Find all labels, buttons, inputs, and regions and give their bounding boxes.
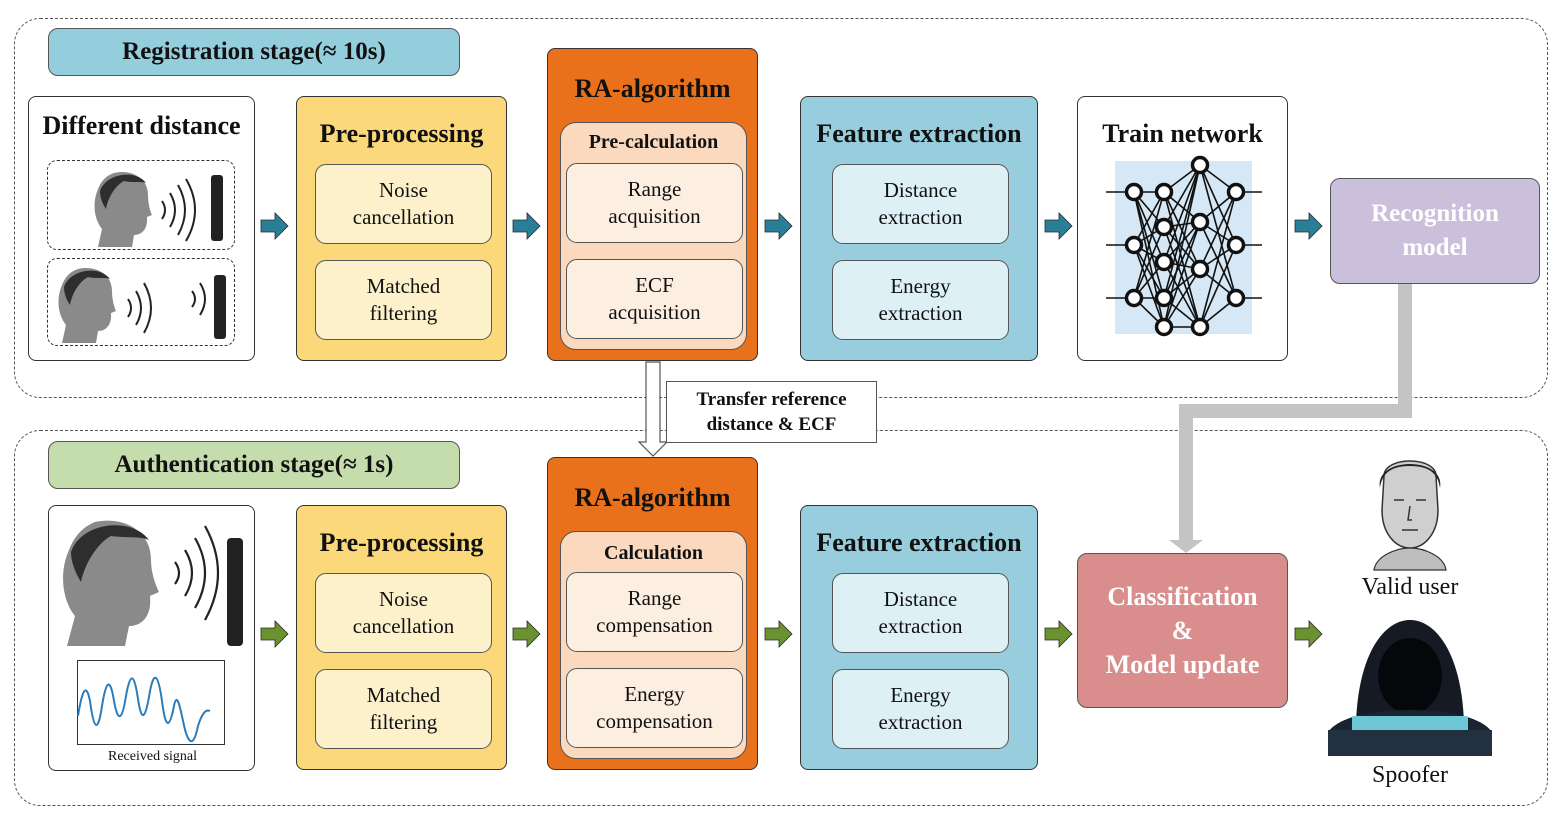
calculation-box: Calculation Range compensation Energy co… (560, 531, 747, 759)
flow-arrow (764, 212, 793, 240)
ra-algorithm-title: RA-algorithm (574, 483, 731, 512)
classification-label: Classification & Model update (1105, 581, 1260, 679)
sound-wave-icon (161, 178, 196, 242)
network-edge (1133, 244, 1165, 299)
noise-cancellation-box: Noise cancellation (315, 573, 492, 653)
network-edge (1199, 191, 1237, 270)
preprocessing-panel-authentication: Pre-processing Noise cancellation Matche… (296, 505, 507, 770)
ra-algorithm-panel-authentication: RA-algorithm Calculation Range compensat… (547, 457, 758, 770)
flow-arrow (260, 620, 289, 648)
feature-extraction-panel-authentication: Feature extraction Distance extraction E… (800, 505, 1038, 770)
flow-arrow (1044, 212, 1073, 240)
flow-arrow (1294, 620, 1323, 648)
matched-filtering-box: Matched filtering (315, 260, 492, 340)
distance-extraction-box: Distance extraction (832, 164, 1009, 244)
calculation-title: Calculation (604, 542, 703, 564)
user-face-icon (94, 171, 152, 247)
network-edge (1133, 244, 1165, 328)
flow-arrow (1044, 620, 1073, 648)
network-node (1190, 212, 1210, 232)
network-node (1124, 182, 1144, 202)
transfer-note-text: Transfer reference distance & ECF (696, 389, 847, 435)
ecf-acquisition-box: ECF acquisition (566, 259, 743, 339)
network-node (1226, 235, 1246, 255)
user-face-icon (58, 267, 116, 343)
flow-arrow (512, 212, 541, 240)
noise-cancellation-box: Noise cancellation (315, 164, 492, 244)
network-node (1154, 217, 1174, 237)
energy-compensation-box: Energy compensation (566, 668, 743, 748)
flow-arrow (764, 620, 793, 648)
ra-algorithm-panel-registration: RA-algorithm Pre-calculation Range acqui… (547, 48, 758, 361)
valid-user-label: Valid user (1361, 574, 1459, 600)
preprocessing-title: Pre-processing (319, 528, 484, 557)
flow-arrow (1294, 212, 1323, 240)
recognition-model-label: Recognition model (1371, 200, 1499, 261)
preprocessing-panel-registration: Pre-processing Noise cancellation Matche… (296, 96, 507, 361)
network-edge (1133, 226, 1165, 299)
spoofer-label: Spoofer (1372, 762, 1448, 788)
transfer-note-box: Transfer reference distance & ECF (666, 381, 877, 443)
feature-extraction-panel-registration: Feature extraction Distance extraction E… (800, 96, 1038, 361)
received-signal-waveform (77, 676, 211, 743)
spoofer-hacker-icon (1328, 620, 1492, 756)
flow-arrow (260, 212, 289, 240)
user-face-icon (63, 520, 159, 646)
matched-filtering-box: Matched filtering (315, 669, 492, 749)
far-distance-box (47, 258, 235, 346)
sound-wave-icon (191, 282, 206, 316)
energy-extraction-box: Energy extraction (832, 260, 1009, 340)
different-distance-title: Different distance (42, 111, 241, 140)
received-signal-panel: Received signal (48, 505, 255, 771)
feature-extraction-title: Feature extraction (816, 528, 1022, 557)
near-distance-box (47, 160, 235, 250)
different-distance-panel: Different distance (28, 96, 255, 361)
flow-arrow (512, 620, 541, 648)
network-node (1124, 235, 1144, 255)
phone-icon (211, 175, 223, 241)
network-node (1124, 288, 1144, 308)
pre-calculation-box: Pre-calculation Range acquisition ECF ac… (560, 122, 747, 350)
sound-wave-icon (127, 282, 152, 334)
phone-icon (214, 275, 226, 339)
network-node (1190, 259, 1210, 279)
network-node (1154, 252, 1174, 272)
network-edge (1163, 164, 1201, 228)
registration-stage-label: Registration stage(≈ 10s) (48, 28, 460, 76)
network-edge (1163, 164, 1201, 263)
signal-plot-frame (77, 660, 225, 745)
range-acquisition-box: Range acquisition (566, 163, 743, 243)
feature-extraction-title: Feature extraction (816, 119, 1022, 148)
train-network-title: Train network (1102, 119, 1263, 148)
preprocessing-title: Pre-processing (319, 119, 484, 148)
sound-wave-icon (174, 525, 219, 621)
network-edge (1133, 191, 1165, 263)
phone-icon (227, 538, 243, 646)
network-node (1190, 155, 1210, 175)
train-network-panel: Train network (1077, 96, 1288, 361)
received-signal-caption: Received signal (107, 749, 198, 764)
network-node (1226, 182, 1246, 202)
distance-extraction-box: Distance extraction (832, 573, 1009, 653)
network-edge (1199, 164, 1237, 246)
network-edge (1133, 191, 1165, 299)
network-edge (1163, 164, 1201, 299)
range-compensation-box: Range compensation (566, 572, 743, 652)
pre-calculation-title: Pre-calculation (588, 131, 719, 153)
network-node (1154, 182, 1174, 202)
network-edge (1133, 191, 1165, 246)
ra-algorithm-title: RA-algorithm (574, 74, 731, 103)
classification-box: Classification & Model update (1077, 553, 1288, 708)
authentication-stage-label: Authentication stage(≈ 1s) (48, 441, 460, 489)
energy-extraction-box: Energy extraction (832, 669, 1009, 749)
recognition-model-box: Recognition model (1330, 178, 1540, 284)
